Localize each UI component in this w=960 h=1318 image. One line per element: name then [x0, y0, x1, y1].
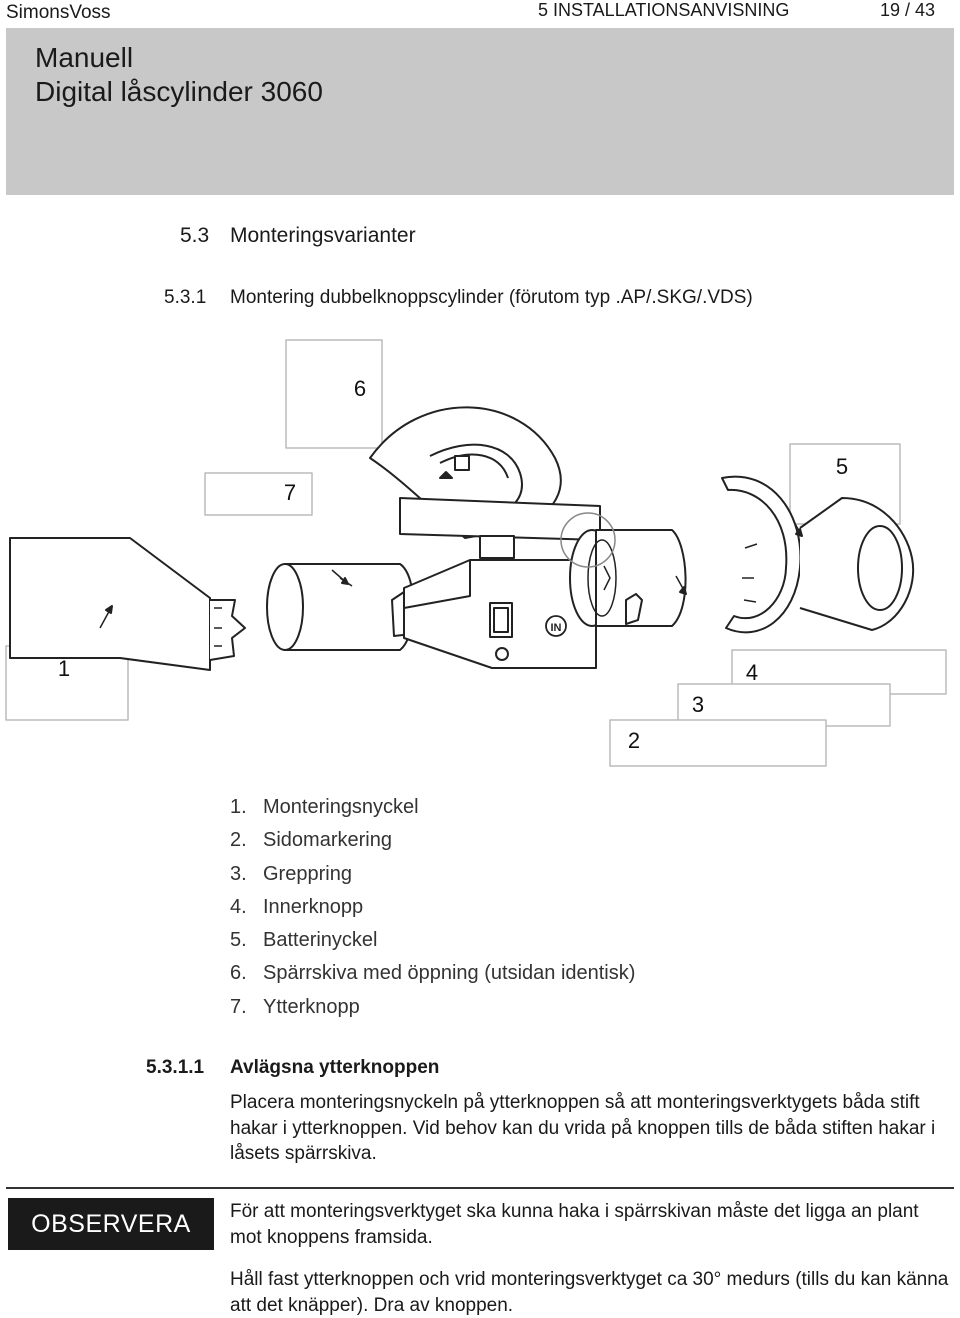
legend-item: 2.Sidomarkering	[230, 829, 392, 852]
cylinder-exploded-diagram: IN	[5, 339, 947, 767]
cylinder-body-part: IN	[403, 535, 597, 669]
outer-knob-part	[266, 563, 415, 651]
side-marking-in: IN	[551, 622, 562, 634]
instruction-paragraph: Placera monteringsnyckeln på ytterknoppe…	[230, 1092, 936, 1164]
legend-item: 4.Innerknopp	[230, 895, 364, 918]
legend-item: 3.Greppring	[230, 862, 352, 885]
heading-section-5-3-1: 5.3.1 Montering dubbelknoppscylinder (för…	[164, 287, 753, 309]
heading-section-5-3-1-1: 5.3.1.1 Avlägsna ytterknoppen	[146, 1057, 439, 1079]
note-text: För att monteringsverktyget ska kunna ha…	[230, 1201, 919, 1248]
callout-number-6: 6	[354, 376, 366, 401]
page-number: 19 / 43	[880, 0, 936, 20]
instruction-paragraph-2: Håll fast ytterknoppen och vrid monterin…	[230, 1269, 949, 1316]
document-title-line2: Digital låscylinder 3060	[35, 76, 323, 107]
callout-number-3: 3	[692, 692, 704, 717]
callout-box-6	[285, 339, 383, 449]
running-section-header: 5 INSTALLATIONSANVISNING	[538, 0, 790, 20]
callout-box-7	[204, 472, 313, 516]
document-title-line1: Manuell	[35, 42, 134, 73]
callout-number-4: 4	[746, 660, 758, 685]
mounting-key-part	[9, 537, 246, 671]
legend-item: 5.Batterinyckel	[230, 929, 378, 952]
figure-legend: 1.Monteringsnyckel 2.Sidomarkering 3.Gre…	[230, 796, 635, 1029]
heading-number: 5.3.1	[164, 287, 207, 308]
title-band	[6, 28, 954, 195]
legend-item: 6.Spärrskiva med öppning (utsidan identi…	[230, 962, 636, 985]
callout-number-5: 5	[836, 454, 848, 479]
heading-section-5-3: 5.3 Monteringsvarianter	[180, 224, 416, 248]
note-divider	[6, 1187, 954, 1189]
callout-number-1: 1	[58, 656, 70, 681]
callout-box-4	[731, 649, 947, 695]
callout-number-2: 2	[628, 728, 640, 753]
callout-number-7: 7	[284, 480, 296, 505]
heading-number: 5.3	[180, 224, 210, 247]
battery-key-part	[721, 475, 915, 634]
legend-item: 1.Monteringsnyckel	[230, 796, 419, 818]
heading-text: Avlägsna ytterknoppen	[230, 1057, 440, 1078]
callout-box-3	[677, 683, 891, 727]
callout-box-2	[609, 719, 827, 767]
heading-text: Montering dubbelknoppscylinder (förutom …	[230, 287, 753, 308]
note-badge: OBSERVERA	[8, 1198, 214, 1250]
legend-item: 7.Ytterknopp	[230, 995, 360, 1018]
heading-text: Monteringsvarianter	[230, 224, 416, 247]
inner-knob-part	[560, 512, 687, 627]
heading-number: 5.3.1.1	[146, 1057, 205, 1078]
brand-name: SimonsVoss	[6, 2, 111, 23]
